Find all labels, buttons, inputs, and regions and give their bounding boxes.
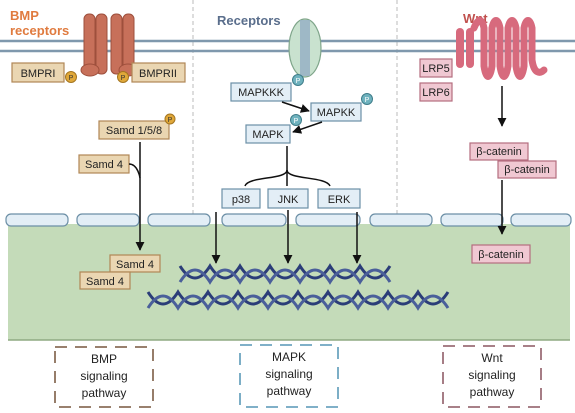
smad4-nuc-box-a [109, 254, 161, 273]
bmpr2-box [131, 62, 186, 83]
nuclear-envelope [5, 213, 572, 227]
bmpr1-box [11, 62, 65, 83]
wnt-pathway-box [442, 345, 542, 408]
bmp-pathway-box [54, 346, 154, 408]
mapk-pathway-line1: MAPK [272, 350, 306, 364]
mapkkk-label: MAPKKK [238, 87, 285, 99]
bmp-pathway-line3: pathway [82, 386, 127, 400]
bcat-nuc-label: β-catenin [478, 249, 523, 261]
bmpr1-label: BMPRI [21, 68, 56, 80]
smad4-nuc-label-a: Samd 4 [116, 259, 154, 271]
bcat-nuc-box [471, 244, 531, 264]
wnt-pathway-line1: Wnt [481, 351, 503, 365]
mapk-label: MAPK [252, 129, 284, 141]
mapkk-box [310, 102, 362, 122]
bcat-label-1: β-catenin [476, 146, 521, 158]
smad4-nuc-box-b [79, 271, 131, 290]
mapk-phospho-label: P [294, 118, 299, 125]
mapk-receptor-icon [288, 18, 322, 78]
bmp-receptors-title-line2: receptors [10, 23, 69, 38]
lrp6-box [419, 82, 453, 102]
bcat-box-2 [497, 160, 557, 179]
bmpr2-label: BMPRII [139, 68, 177, 80]
bcat-box-1 [469, 142, 529, 161]
wnt-pathway-line3: pathway [470, 385, 515, 399]
lrp6-label: LRP6 [422, 87, 450, 99]
mapkk-phospho-label: P [365, 97, 370, 104]
erk-label: ERK [328, 194, 351, 206]
wnt-pathway-line2: signaling [468, 368, 515, 382]
mapk-pathway-line3: pathway [267, 384, 312, 398]
smad158-phospho-label: P [168, 117, 173, 124]
bmpr2-phospho-label: P [121, 75, 126, 82]
bmp-pathway-line1: BMP [91, 352, 117, 366]
smad4-cyto-label: Samd 4 [85, 159, 123, 171]
mapkk-phospho-icon [361, 93, 373, 105]
smad158-box [98, 120, 170, 140]
bmp-pathway-line2: signaling [80, 369, 127, 383]
smad4-nuc-label-b: Samd 4 [86, 276, 124, 288]
bcat-label-2: β-catenin [504, 164, 549, 176]
bmpr1-phospho-label: P [69, 75, 74, 82]
p38-box [221, 188, 261, 209]
dna-helix-icon [146, 263, 450, 311]
mapk-pathway-line2: signaling [265, 367, 312, 381]
receptors-title: Receptors [217, 13, 281, 28]
bmp-merge-line [128, 163, 141, 179]
jnk-label: JNK [278, 194, 299, 206]
mapk-pathway-box [239, 344, 339, 408]
bmp-receptors-title-line1: BMP [10, 8, 39, 23]
smad158-phospho-icon [164, 113, 176, 125]
mapkkk-phospho-icon [292, 74, 304, 86]
bmpr2-phospho-icon [117, 71, 129, 83]
jnk-box [267, 188, 309, 209]
bmp-receptor-icon [80, 13, 138, 77]
lrp5-box [419, 58, 453, 78]
mapkk-label: MAPKK [317, 107, 356, 119]
smad158-label: Samd 1/5/8 [106, 125, 162, 137]
mapk-branch-lines [244, 146, 331, 187]
mapkkk-box [230, 82, 292, 102]
mapkkk-phospho-label: P [296, 78, 301, 85]
wnt-receptor-icon [456, 17, 548, 80]
bmpr1-phospho-icon [65, 71, 77, 83]
lrp5-label: LRP5 [422, 63, 450, 75]
erk-box [317, 188, 361, 209]
p38-label: p38 [232, 194, 250, 206]
mapk-box [245, 124, 291, 144]
mapkk-to-mapk-arrow [292, 121, 323, 134]
mapkkk-to-mapkk-arrow [281, 101, 310, 113]
